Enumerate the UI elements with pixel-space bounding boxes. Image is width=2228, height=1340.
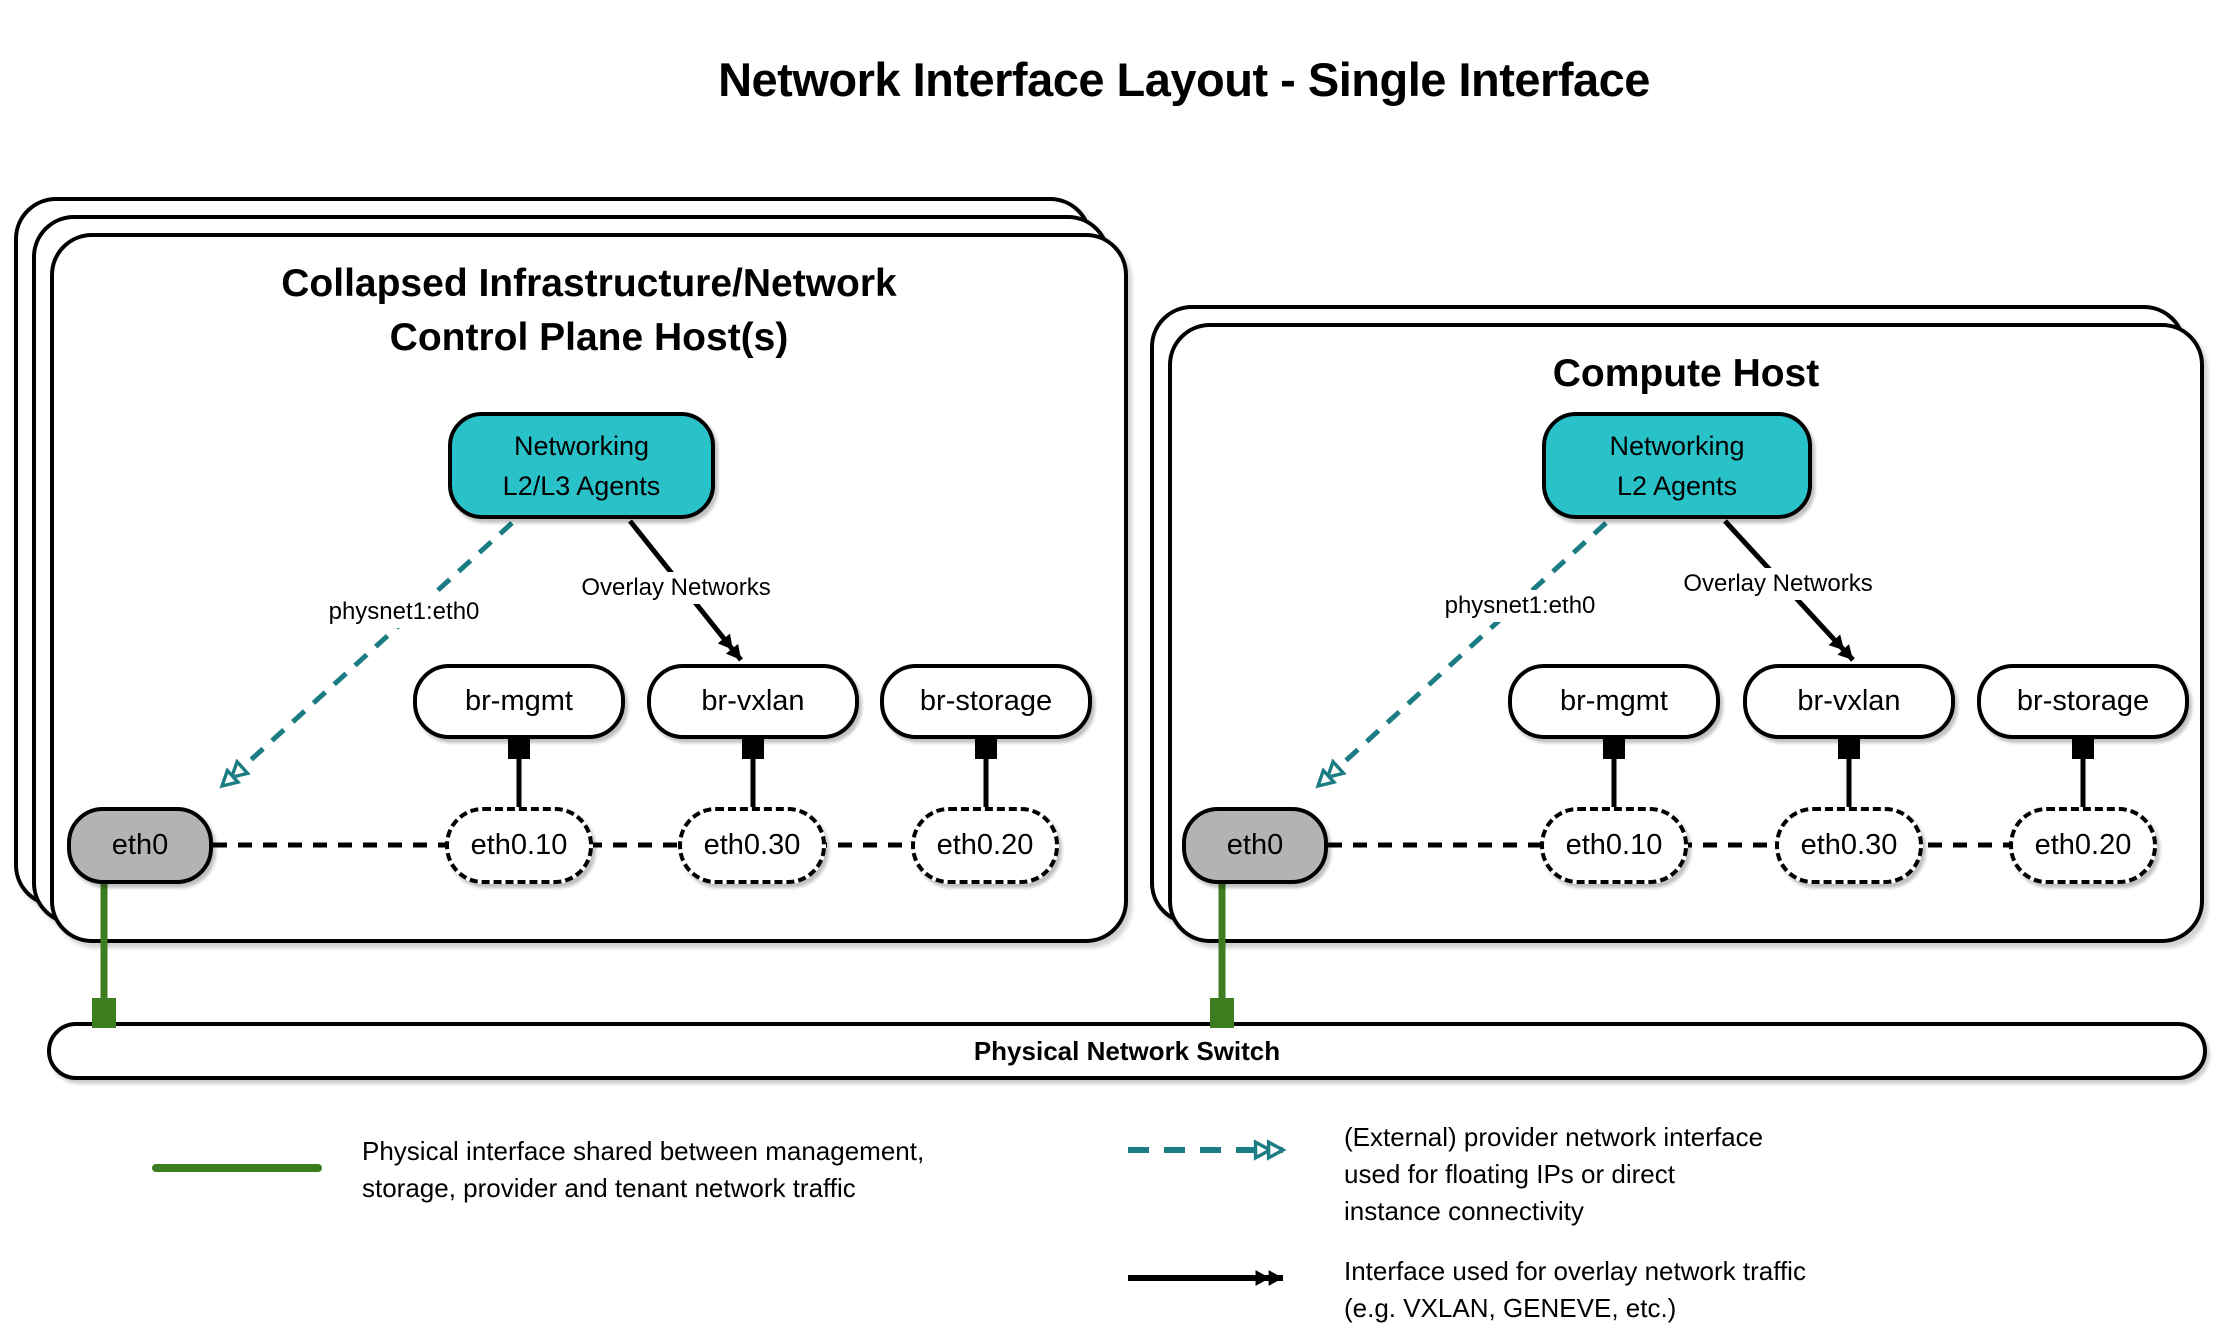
vlan-interface-node: eth0.10	[445, 807, 593, 884]
overlay-network-label: Overlay Networks	[1675, 568, 1881, 600]
physical-interface-node-eth0: eth0	[1182, 807, 1328, 884]
vlan-interface-node: eth0.10	[1540, 807, 1688, 884]
vlan-interface-node: eth0.30	[1775, 807, 1923, 884]
legend-physical-line-text: Physical interface shared between manage…	[362, 1136, 925, 1203]
bridge-node-br-storage: br-storage	[1977, 664, 2189, 739]
legend-overlay-arrow-text: Interface used for overlay network traff…	[1344, 1256, 1806, 1323]
control-plane-host-title: Collapsed Infrastructure/Network Control…	[281, 262, 897, 359]
physical-interface-node-eth0: eth0	[67, 807, 213, 884]
provider-network-label: physnet1:eth0	[320, 596, 488, 628]
overlay-network-label: Overlay Networks	[573, 572, 779, 604]
physical-network-switch-bar: Physical Network Switch	[47, 1022, 2207, 1080]
legend-provider-arrow-text: (External) provider network interface us…	[1344, 1122, 1764, 1226]
vlan-interface-node: eth0.20	[2009, 807, 2157, 884]
bridge-node-br-vxlan: br-vxlan	[647, 664, 859, 739]
vlan-interface-node: eth0.30	[678, 807, 826, 884]
bridge-node-br-vxlan: br-vxlan	[1743, 664, 1955, 739]
diagram-title: Network Interface Layout - Single Interf…	[718, 53, 1650, 106]
networking-agents-node: Networking L2/L3 Agents	[448, 412, 715, 519]
vlan-interface-node: eth0.20	[911, 807, 1059, 884]
networking-agents-node: Networking L2 Agents	[1542, 412, 1812, 519]
bridge-node-br-mgmt: br-mgmt	[1508, 664, 1720, 739]
compute-host-title: Compute Host	[1552, 352, 1820, 395]
bridge-node-br-storage: br-storage	[880, 664, 1092, 739]
provider-network-label: physnet1:eth0	[1436, 590, 1604, 622]
bridge-node-br-mgmt: br-mgmt	[413, 664, 625, 739]
